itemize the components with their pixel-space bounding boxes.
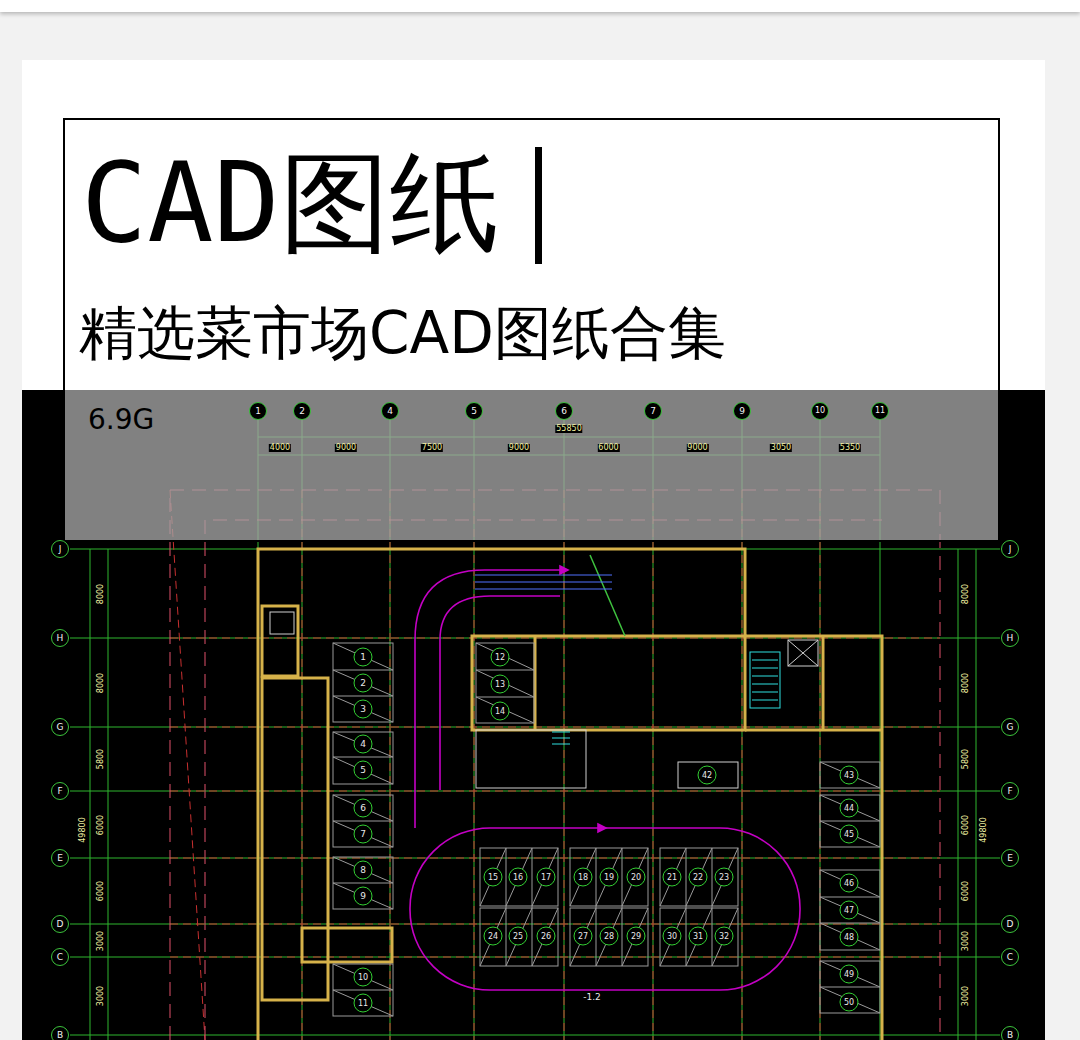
- dimension-text: 3050: [770, 444, 792, 452]
- grid-bubble: H: [1001, 629, 1019, 647]
- subtitle: 精选菜市场CAD图纸合集: [79, 300, 726, 367]
- callout-number: 11: [354, 994, 373, 1013]
- grid-bubble: G: [1001, 718, 1019, 736]
- callout-number: 15: [484, 868, 503, 887]
- callout-number: 43: [840, 766, 859, 785]
- dimension-text: 9000: [686, 444, 708, 452]
- cursor-bar: [535, 147, 542, 264]
- callout-number: 7: [354, 825, 373, 844]
- dimension-text: 49800: [79, 816, 87, 843]
- callout-number: 25: [509, 927, 528, 946]
- grid-bubble: 1: [249, 402, 267, 420]
- dimension-text: 5800: [97, 748, 105, 770]
- dimension-text: 9000: [508, 444, 530, 452]
- callout-number: 1: [354, 648, 373, 667]
- callout-number: 30: [663, 927, 682, 946]
- dimension-text: 8000: [97, 582, 105, 604]
- grid-bubble: 2: [293, 402, 311, 420]
- callout-number: 28: [600, 927, 619, 946]
- callout-number: 31: [689, 927, 708, 946]
- dimension-text: 6000: [962, 813, 970, 835]
- callout-number: 18: [574, 868, 593, 887]
- callout-number: 4: [354, 735, 373, 754]
- main-title: CAD图纸: [81, 140, 500, 267]
- callout-number: 3: [354, 700, 373, 719]
- callout-number: 5: [354, 761, 373, 780]
- grid-bubble: F: [1001, 782, 1019, 800]
- dimension-text: 55850: [555, 425, 582, 433]
- grid-bubble: B: [1001, 1026, 1019, 1040]
- grid-bubble: 10: [811, 402, 829, 420]
- elevation-note: -1.2: [582, 992, 602, 1003]
- callout-number: 12: [491, 648, 510, 667]
- callout-number: 16: [509, 868, 528, 887]
- callout-number: 24: [484, 927, 503, 946]
- grid-bubble: B: [51, 1026, 69, 1040]
- callout-number: 29: [627, 927, 646, 946]
- dimension-text: 8000: [97, 671, 105, 693]
- dimension-text: 6000: [597, 444, 619, 452]
- grid-bubble: J: [51, 540, 69, 558]
- callout-number: 27: [574, 927, 593, 946]
- dimension-text: 8000: [962, 582, 970, 604]
- dimension-text: 6000: [97, 813, 105, 835]
- callout-number: 17: [537, 868, 556, 887]
- dimension-text: 4000: [269, 444, 291, 452]
- grid-bubble: 11: [871, 402, 889, 420]
- dimension-text: 3000: [97, 985, 105, 1007]
- grid-bubble: 4: [381, 402, 399, 420]
- dimension-text: 3000: [97, 929, 105, 951]
- grid-bubble: 5: [465, 402, 483, 420]
- callout-number: 8: [354, 861, 373, 880]
- callout-number: 47: [840, 901, 859, 920]
- callout-number: 6: [354, 799, 373, 818]
- dimension-text: 49800: [980, 816, 988, 843]
- callout-number: 26: [537, 927, 556, 946]
- dimension-text: 9000: [335, 444, 357, 452]
- grid-bubble: G: [51, 718, 69, 736]
- grid-bubble: J: [1001, 540, 1019, 558]
- callout-number: 14: [491, 702, 510, 721]
- callout-number: 13: [491, 675, 510, 694]
- size-label: 6.9G: [88, 404, 154, 436]
- callout-number: 48: [840, 928, 859, 947]
- dimension-text: 8000: [962, 671, 970, 693]
- dimension-text: 3000: [962, 929, 970, 951]
- dimension-text: 6000: [962, 880, 970, 902]
- callout-number: 10: [354, 968, 373, 987]
- grid-bubble: E: [1001, 849, 1019, 867]
- header-box: CAD图纸精选菜市场CAD图纸合集: [63, 118, 1000, 390]
- grid-bubble: D: [1001, 915, 1019, 933]
- callout-number: 49: [840, 965, 859, 984]
- callout-number: 2: [354, 674, 373, 693]
- dimension-text: 6000: [97, 880, 105, 902]
- dimension-text: 5800: [962, 748, 970, 770]
- callout-number: 45: [840, 825, 859, 844]
- callout-number: 50: [840, 993, 859, 1012]
- grid-bubble: C: [1001, 948, 1019, 966]
- grid-bubble: 6: [555, 402, 573, 420]
- top-bar: [0, 0, 1080, 12]
- grid-bubble: 7: [644, 402, 662, 420]
- callout-number: 46: [840, 874, 859, 893]
- callout-number: 32: [715, 927, 734, 946]
- grid-bubble: F: [51, 782, 69, 800]
- grid-bubble: E: [51, 849, 69, 867]
- grid-bubble: D: [51, 915, 69, 933]
- callout-number: 23: [715, 868, 734, 887]
- size-band: 6.9G: [63, 390, 1000, 542]
- grid-bubble: 9: [733, 402, 751, 420]
- grid-bubble: C: [51, 948, 69, 966]
- callout-number: 9: [354, 887, 373, 906]
- callout-number: 20: [627, 868, 646, 887]
- dimension-text: 7500: [421, 444, 443, 452]
- callout-number: 19: [600, 868, 619, 887]
- grid-bubble: H: [51, 629, 69, 647]
- callout-number: 44: [840, 799, 859, 818]
- callout-number: 42: [698, 766, 717, 785]
- dimension-text: 3000: [962, 985, 970, 1007]
- callout-number: 21: [663, 868, 682, 887]
- callout-number: 22: [689, 868, 708, 887]
- dimension-text: 5350: [839, 444, 861, 452]
